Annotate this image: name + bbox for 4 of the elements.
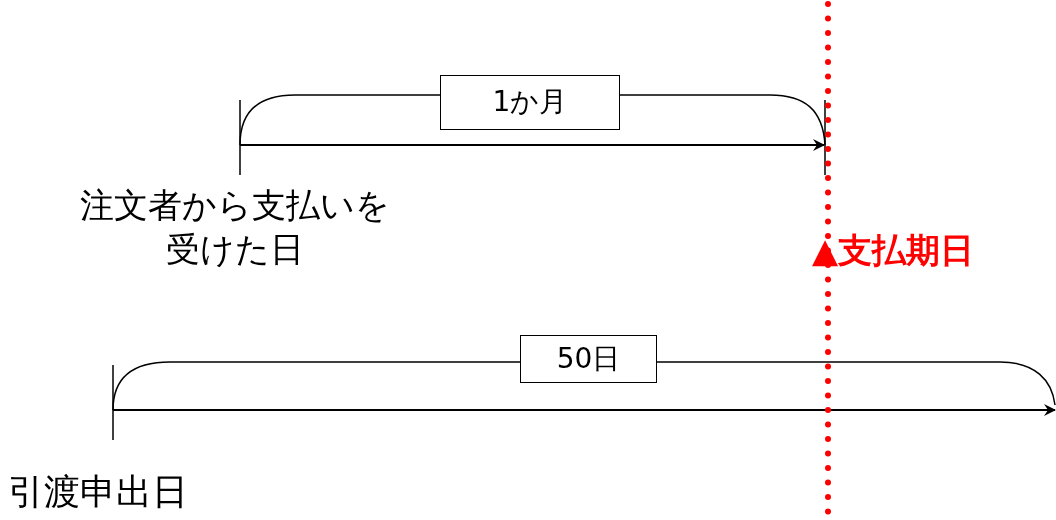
date-label: 引渡申出日 bbox=[8, 466, 223, 518]
duration-box: 50日 bbox=[520, 335, 657, 383]
date-label: 注文者から支払いを受けた日 bbox=[70, 182, 400, 272]
duration-box: 1か月 bbox=[440, 75, 620, 130]
